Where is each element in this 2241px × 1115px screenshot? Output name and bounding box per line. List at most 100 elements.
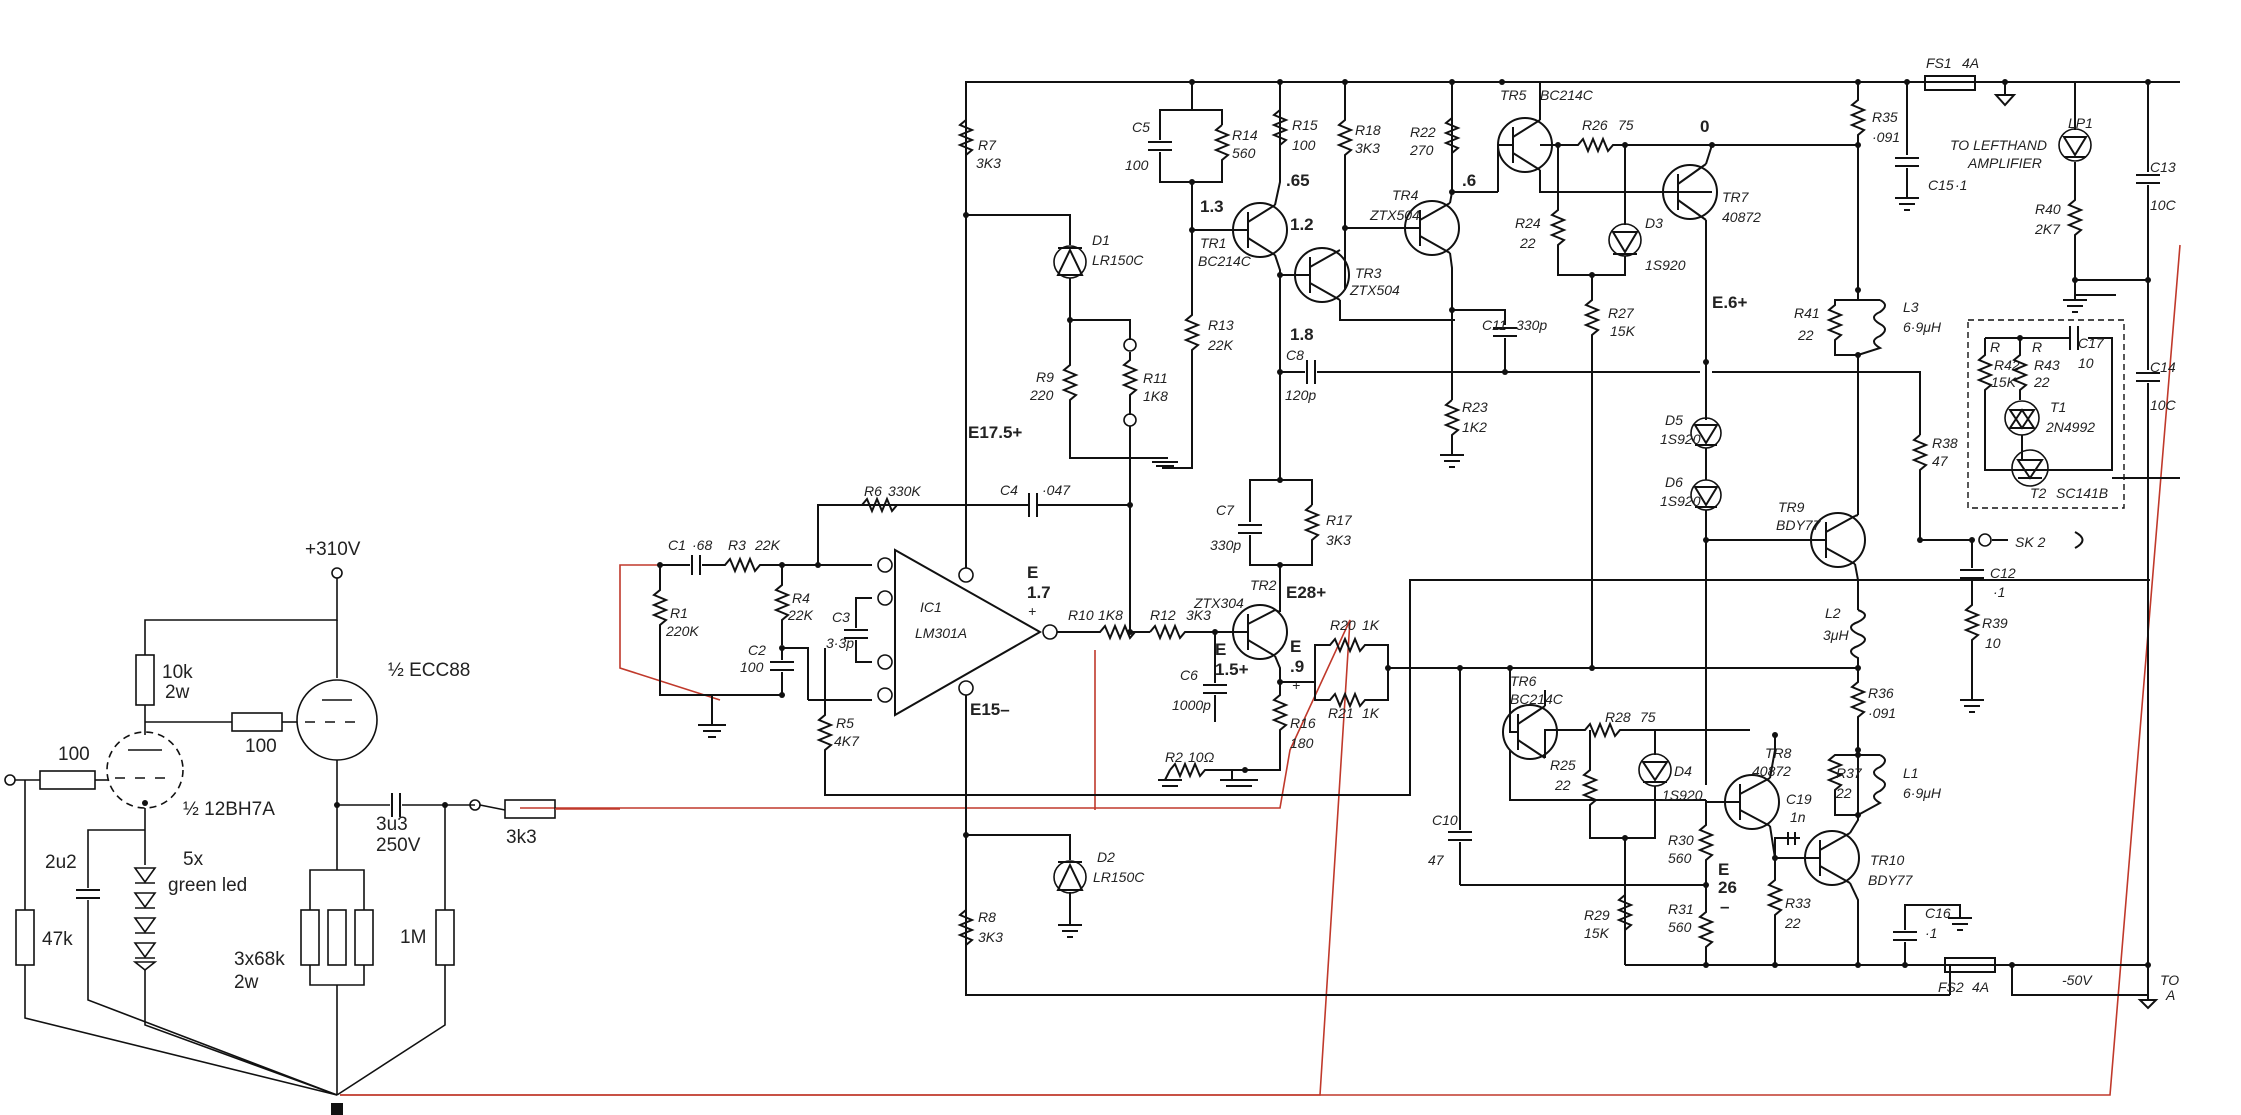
grid2-resistor-value: 100 (245, 736, 277, 757)
r6-value: 330K (888, 483, 921, 499)
node-1-5: 1.5+ (1215, 660, 1249, 679)
c10-value: 47 (1428, 852, 1445, 868)
r25-value: 22 (1554, 777, 1571, 793)
r16-label: R16 (1290, 715, 1316, 731)
cathode-resistor-wattage: 2w (234, 972, 259, 993)
node-1-8: 1.8 (1290, 325, 1314, 344)
r13-value: 22K (1207, 337, 1234, 353)
grid2-resistor (231, 712, 283, 732)
c13-label: C13 (2150, 159, 2176, 175)
r4-value: 22K (787, 607, 814, 623)
r18-value: 3K3 (1355, 140, 1380, 156)
rail-pos-voltage: E17.5+ (968, 423, 1022, 442)
tr4-label: TR4 (1392, 187, 1419, 203)
tr5-value: BC214C (1540, 87, 1594, 103)
r22-label: R22 (1410, 124, 1436, 140)
l2-label: L2 (1825, 605, 1841, 621)
t2-value: SC141B (2056, 485, 2108, 501)
r30-label: R30 (1668, 832, 1694, 848)
r39-value: 10 (1985, 635, 2001, 651)
r21-label: R21 (1328, 705, 1354, 721)
c2-value: 100 (740, 659, 764, 675)
led-description: green led (168, 875, 247, 896)
ic1-value: LM301A (915, 625, 967, 641)
r9-label: R9 (1036, 369, 1054, 385)
node-06: .6 (1462, 171, 1476, 190)
r35-label: R35 (1872, 109, 1898, 125)
r14-label: R14 (1232, 127, 1258, 143)
r8-value: 3K3 (978, 929, 1003, 945)
tr6-label: TR6 (1510, 673, 1537, 689)
tr6-value: BC214C (1510, 691, 1564, 707)
r37-value: 22 (1835, 785, 1852, 801)
fuse-1 (1924, 75, 1976, 91)
c6-value: 1000p (1172, 697, 1211, 713)
r9-value: 220 (1029, 387, 1054, 403)
r4-label: R4 (792, 590, 810, 606)
r41-value: 22 (1797, 327, 1814, 343)
r15-label: R15 (1292, 117, 1318, 133)
ground-node (331, 1103, 343, 1115)
l1-label: L1 (1903, 765, 1919, 781)
series-resistor-value: 3k3 (506, 827, 537, 848)
r25-label: R25 (1550, 757, 1576, 773)
r11-label: R11 (1143, 370, 1168, 386)
d2-value: LR150C (1093, 869, 1145, 885)
r20-label: R20 (1330, 617, 1356, 633)
r14-value: 560 (1232, 145, 1256, 161)
r28-value: 75 (1640, 709, 1656, 725)
d5-value: 1S920 (1660, 431, 1701, 447)
c12-value: ·1 (1993, 584, 2005, 600)
c7-label: C7 (1216, 502, 1235, 518)
negative-rail: D2 LR150C R8 3K3 FS2 4A -50V TO A (957, 832, 2179, 1010)
r17-label: R17 (1326, 512, 1353, 528)
ic1-voltage-e: E (1027, 563, 1038, 582)
fs1-value: 4A (1962, 55, 1979, 71)
tr7-label: TR7 (1722, 189, 1750, 205)
l3-label: L3 (1903, 299, 1919, 315)
lower-output: L2 3μH R36 ·091 TR6 BC214C R28 75 R25 22… (1428, 605, 1972, 968)
anode-resistor (135, 654, 155, 706)
r43-value: 22 (2033, 374, 2050, 390)
c2-label: C2 (748, 642, 766, 658)
triode-2-label: ½ ECC88 (388, 660, 470, 681)
series-resistor (504, 799, 556, 819)
r11-value: 1K8 (1143, 388, 1168, 404)
r18-label: R18 (1355, 122, 1381, 138)
c15-label: C15 (1928, 177, 1954, 193)
d3-value: 1S920 (1645, 257, 1686, 273)
r7-label: R7 (978, 137, 997, 153)
d6-label: D6 (1665, 474, 1683, 490)
led-count: 5x (183, 849, 204, 870)
c10-label: C10 (1432, 812, 1458, 828)
c12-label: C12 (1990, 565, 2016, 581)
c17-value: 10 (2078, 355, 2094, 371)
r6-label: R6 (864, 483, 882, 499)
r27-label: R27 (1608, 305, 1635, 321)
r33-value: 22 (1784, 915, 1801, 931)
t1-label: T1 (2050, 399, 2066, 415)
r38-value: 47 (1932, 453, 1949, 469)
node-e6: E.6+ (1712, 293, 1748, 312)
grid-resistor-value: 100 (58, 744, 90, 765)
r24-value: 22 (1519, 235, 1536, 251)
c11-value: 330p (1516, 317, 1547, 333)
r31-label: R31 (1668, 901, 1694, 917)
c17-label: C17 (2078, 335, 2105, 351)
d3-label: D3 (1645, 215, 1663, 231)
c4-label: C4 (1000, 482, 1018, 498)
r3-value: 22K (754, 537, 781, 553)
left-amp-line1: TO LEFTHAND (1950, 137, 2047, 153)
c3-label: C3 (832, 609, 850, 625)
r26-label: R26 (1582, 117, 1608, 133)
lp1-label: LP1 (2068, 115, 2093, 131)
output-resistor-value: 1M (400, 927, 426, 948)
output-resistor (435, 909, 455, 966)
c14-value: 10C (2150, 397, 2177, 413)
node-e9: E (1290, 637, 1301, 656)
r10-label: R10 (1068, 607, 1094, 623)
c1-value: ·68 (692, 537, 712, 553)
r40-label: R40 (2035, 201, 2061, 217)
r1-value: 220K (665, 623, 699, 639)
